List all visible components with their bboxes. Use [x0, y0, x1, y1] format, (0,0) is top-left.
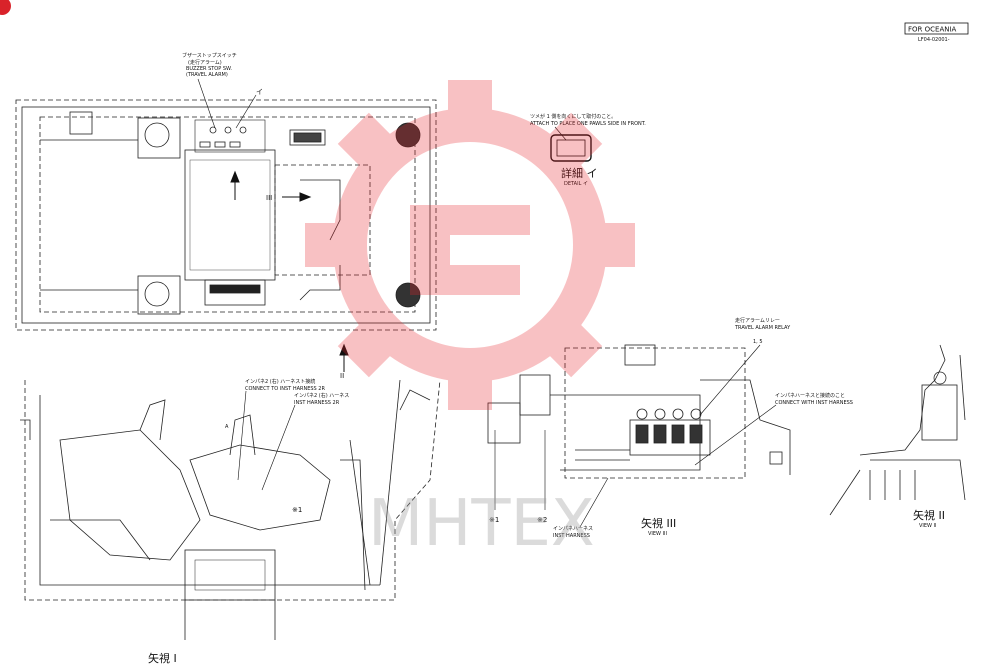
svg-text:VIEW II: VIEW II: [919, 523, 937, 529]
region-label: FOR OCEANIA: [908, 26, 957, 34]
svg-text:(走行アラーム): (走行アラーム): [188, 59, 222, 66]
svg-text:インパネハーネス: インパネハーネス: [553, 526, 593, 532]
svg-text:VIEW III: VIEW III: [648, 531, 667, 537]
mark-1-view-iii: ※1: [489, 516, 499, 524]
svg-text:CONNECT TO INST HARNESS 2R: CONNECT TO INST HARNESS 2R: [245, 386, 325, 392]
corner-mark: [0, 0, 11, 15]
svg-text:CONNECT WITH INST HARNESS: CONNECT WITH INST HARNESS: [775, 400, 853, 406]
detail-i: ツメが 1 側を向くにして取付のこと。 ATTACH TO PLACE ONE …: [530, 113, 646, 187]
svg-text:1, 5: 1, 5: [753, 339, 763, 345]
mark-2-view-iii: ※2: [537, 516, 547, 524]
svg-text:インパネ2 (右) ハーネス: インパネ2 (右) ハーネス: [294, 392, 349, 399]
watermark-text: MHTEX: [368, 487, 595, 561]
view-iii-title: 矢視 III: [641, 516, 676, 530]
view-i-drawing: [20, 379, 441, 640]
view-i-title: 矢視 I: [148, 651, 177, 665]
svg-text:DETAIL イ: DETAIL イ: [564, 181, 588, 187]
svg-text:走行アラームリレー: 走行アラームリレー: [735, 317, 780, 324]
svg-text:インパネハーネスと接続のこと: インパネハーネスと接続のこと: [775, 392, 845, 399]
view-ii-title: 矢視 II: [913, 508, 945, 522]
svg-text:イ: イ: [256, 88, 263, 96]
view-ii-drawing: [829, 344, 966, 516]
view-iii-drawing: [487, 344, 791, 479]
mark-1-view-i: ※1: [292, 506, 302, 514]
svg-text:INST HARNESS 2R: INST HARNESS 2R: [294, 400, 340, 406]
view-arrows-top: [230, 170, 349, 372]
svg-text:インパネ2 (右) ハーネスト接続: インパネ2 (右) ハーネスト接続: [245, 378, 315, 385]
title-block: FOR OCEANIA LF04-02001-: [904, 22, 969, 43]
svg-text:INST HARNESS: INST HARNESS: [553, 533, 590, 539]
svg-text:ATTACH TO PLACE ONE PAWLS SIDE: ATTACH TO PLACE ONE PAWLS SIDE IN FRONT.: [530, 121, 646, 127]
top-view-cab-floor: [15, 99, 437, 331]
view-iii-callouts: 走行アラームリレー TRAVEL ALARM RELAY 1, 5 インパネハー…: [489, 317, 853, 539]
view-arrow-iii-label: III: [266, 194, 272, 202]
buzzer-callout: ブザーストップスイッチ (走行アラーム) BUZZER STOP SW. (TR…: [182, 52, 263, 129]
svg-text:BUZZER STOP SW.: BUZZER STOP SW.: [186, 66, 232, 72]
svg-text:(TRAVEL ALARM): (TRAVEL ALARM): [186, 72, 228, 78]
view-i-callouts: インパネ2 (右) ハーネスト接続 CONNECT TO INST HARNES…: [148, 378, 349, 665]
drawing-number: LF04-02001-: [918, 37, 950, 43]
watermark-gear-logo: [305, 80, 635, 410]
view-arrow-ii-label: II: [340, 372, 344, 380]
svg-text:A: A: [225, 424, 229, 430]
svg-text:TRAVEL ALARM RELAY: TRAVEL ALARM RELAY: [734, 325, 791, 331]
svg-text:ブザーストップスイッチ: ブザーストップスイッチ: [182, 52, 237, 59]
svg-text:ツメが 1 側を向くにして取付のこと。: ツメが 1 側を向くにして取付のこと。: [530, 113, 616, 120]
detail-title: 詳細 イ: [561, 166, 598, 180]
watermark-gear-ring: [333, 108, 607, 382]
